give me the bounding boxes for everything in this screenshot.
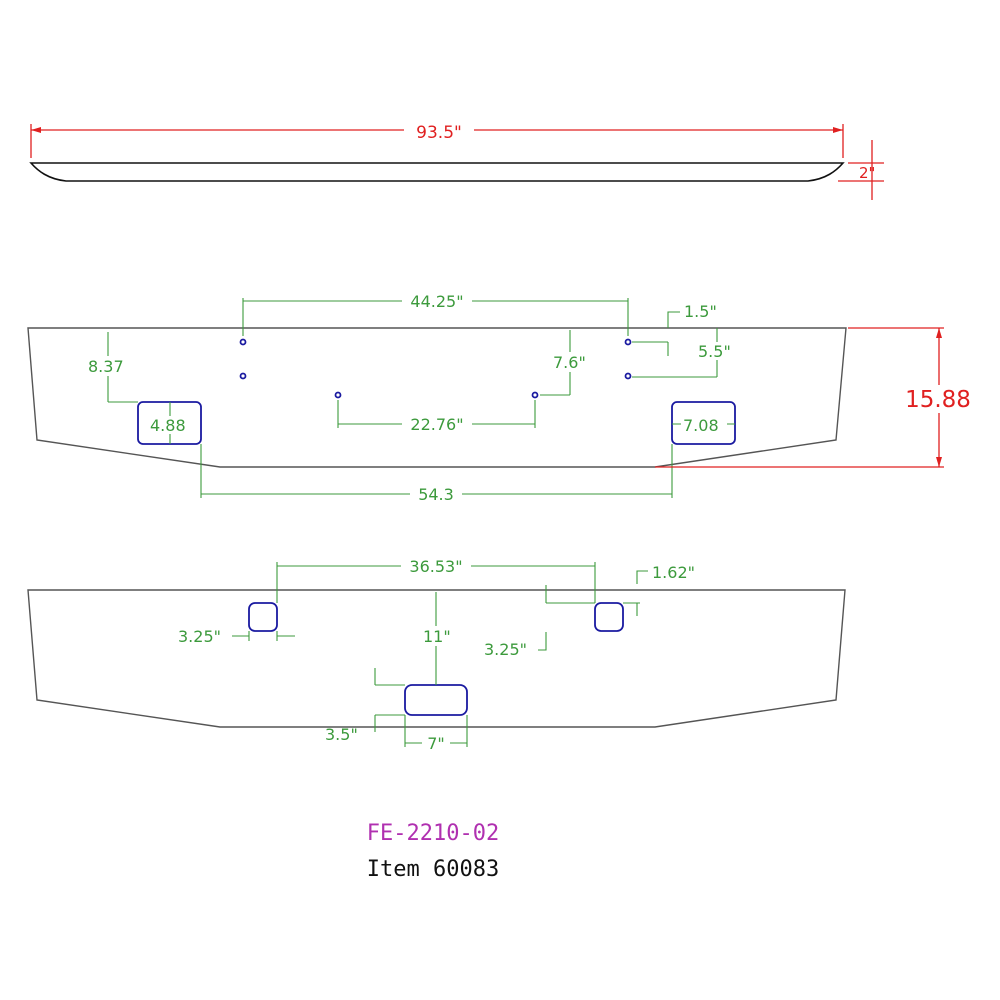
depth-dimension-label: 2" — [859, 164, 875, 182]
top-view: 93.5" 2" — [29, 120, 884, 200]
mount-hole — [239, 338, 247, 346]
center-cutout — [404, 684, 468, 716]
right-cutout-width-label: 3.25" — [484, 640, 527, 659]
right-light-cutout — [671, 401, 736, 445]
small-cutout-spacing-label: 36.53" — [409, 557, 462, 576]
top-view-profile — [29, 162, 845, 182]
front-view: 44.25" 1.5" 5.5" 7.6" 22.76" 8.37 4.88 — [27, 292, 976, 504]
center-cutout-position-label: 11" — [423, 627, 451, 646]
item-number: Item 60083 — [367, 857, 499, 882]
length-dimension-label: 93.5" — [416, 123, 462, 143]
upper-hole-spacing-label: 44.25" — [410, 292, 463, 311]
rear-view: 36.53" 1.62" 3.25" 3.25" 11" 3.5" 7" — [27, 557, 846, 753]
mount-hole — [334, 391, 342, 399]
mount-hole — [239, 372, 247, 380]
left-small-cutout — [248, 602, 278, 632]
lower-hole-drop-label: 7.6" — [553, 353, 586, 372]
right-cutout-drop-label: 1.62" — [652, 563, 695, 582]
mount-hole — [531, 391, 539, 399]
right-light-width-label: 7.08 — [683, 416, 719, 435]
mount-hole — [624, 338, 632, 346]
center-cutout-height-label: 3.5" — [325, 725, 358, 744]
left-light-height-label: 8.37 — [88, 357, 124, 376]
left-cutout-width-label: 3.25" — [178, 627, 221, 646]
mount-hole — [624, 372, 632, 380]
hole-vertical-spacing-label: 5.5" — [698, 342, 731, 361]
left-light-width-label: 4.88 — [150, 416, 186, 435]
edge-to-hole-label: 1.5" — [684, 302, 717, 321]
right-small-cutout — [594, 602, 624, 632]
part-number: FE-2210-02 — [367, 821, 499, 846]
light-spacing-label: 54.3 — [418, 485, 454, 504]
rear-view-outline — [27, 589, 846, 728]
height-dimension-label: 15.88 — [905, 387, 971, 413]
inner-hole-spacing-label: 22.76" — [410, 415, 463, 434]
center-cutout-width-label: 7" — [427, 734, 445, 753]
